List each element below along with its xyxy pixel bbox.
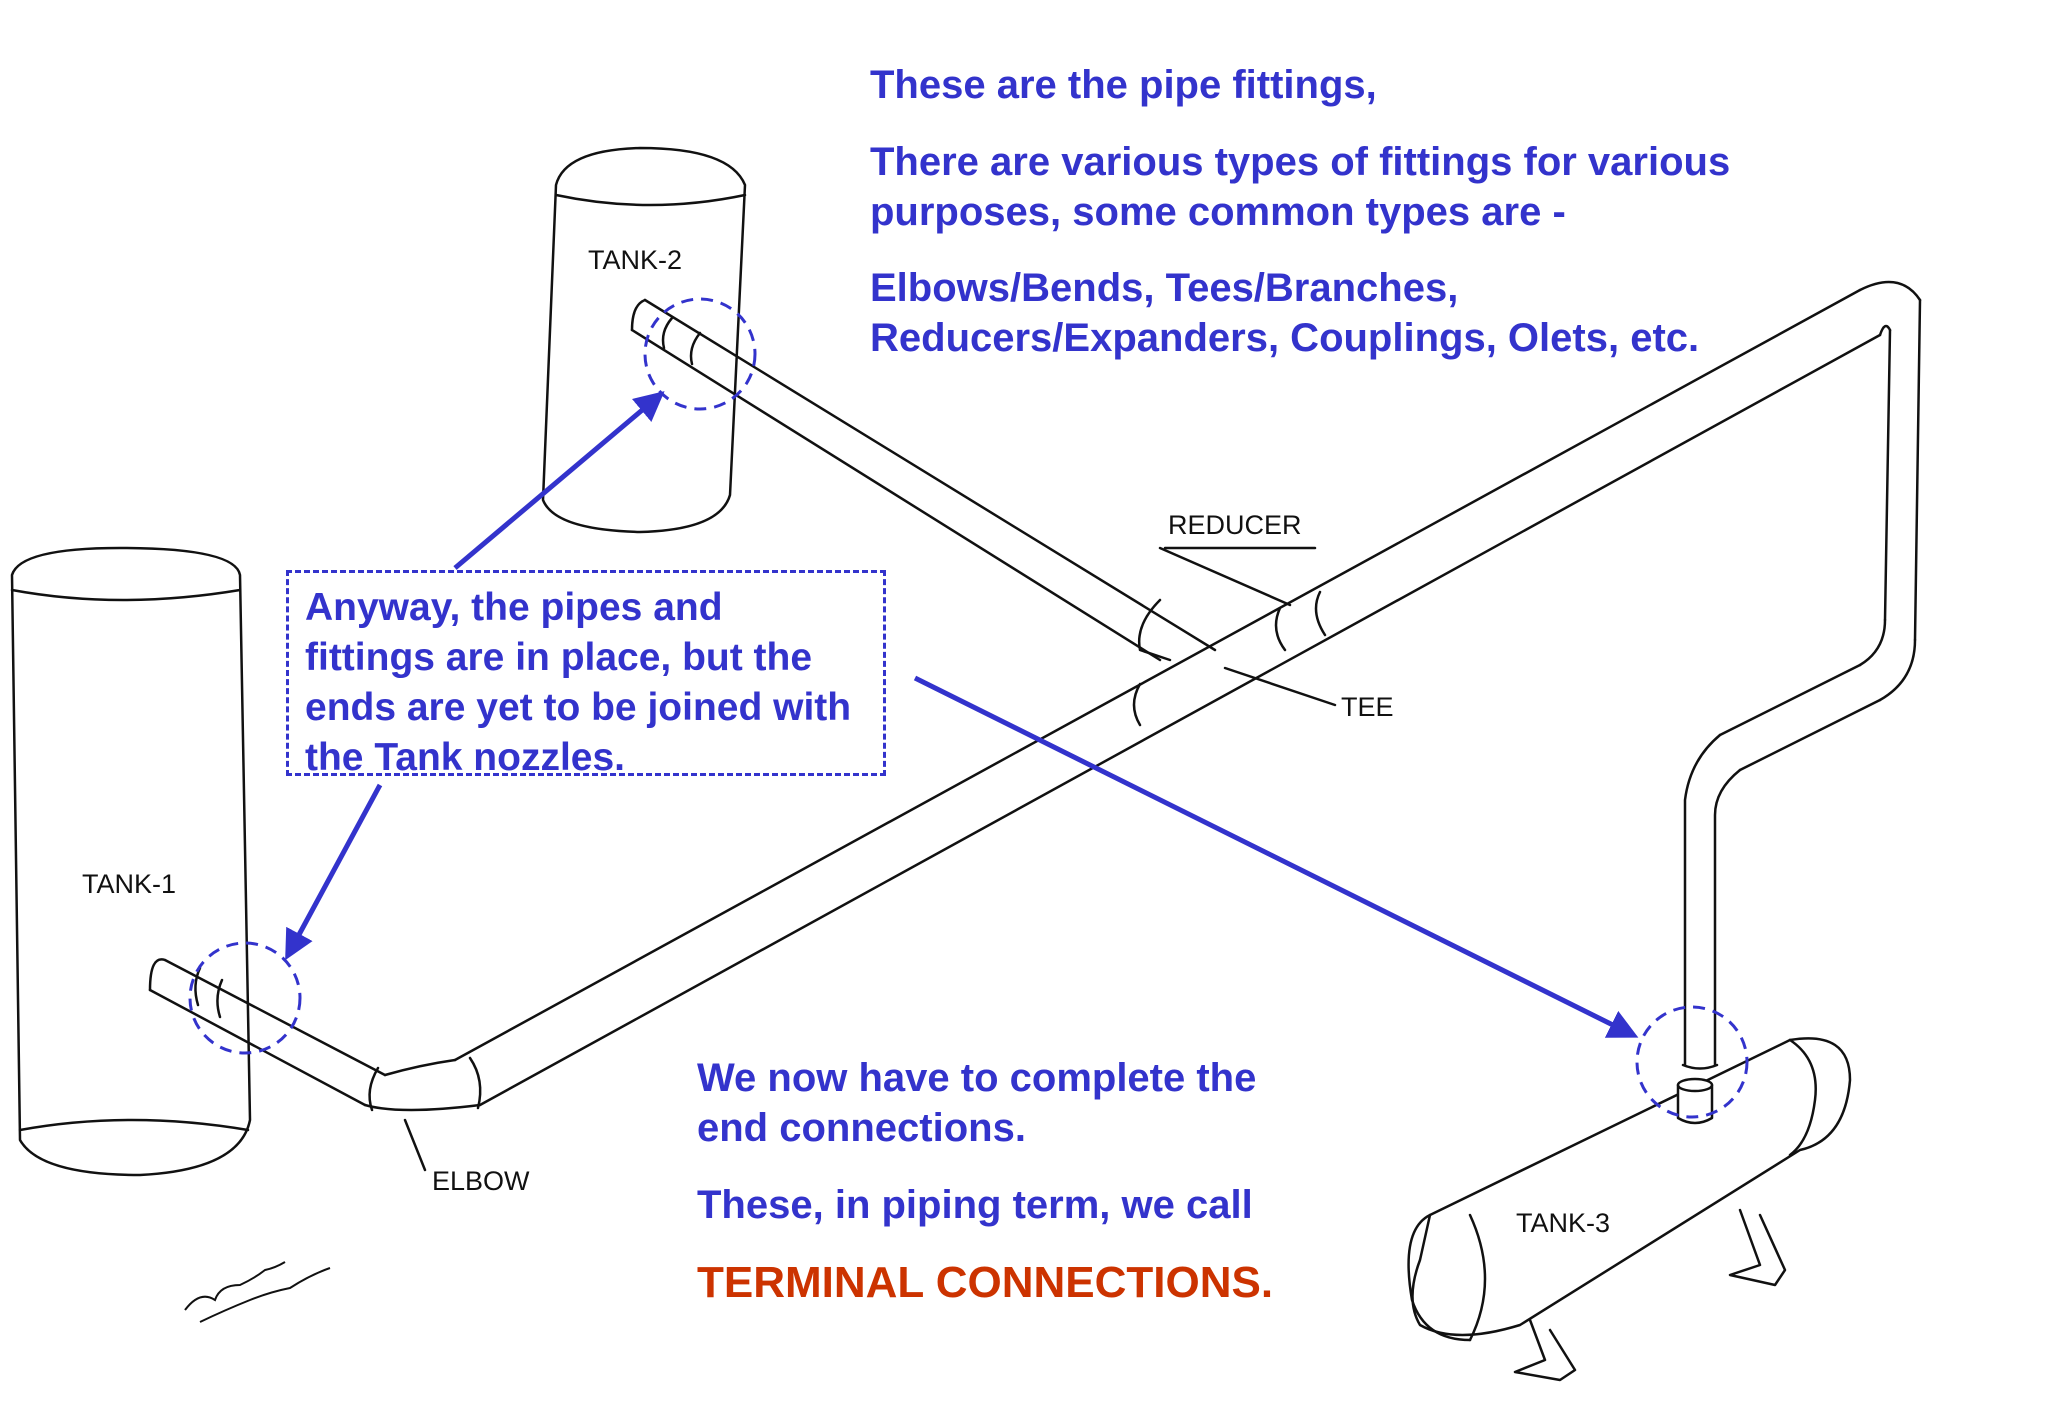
signature <box>184 1261 331 1323</box>
callout-line-3: ends are yet to be joined with <box>305 686 852 729</box>
tank-3-vessel <box>1407 1037 1852 1382</box>
pipe-tank1-run <box>148 280 1922 1112</box>
bottom-line-1: We now have to complete the <box>697 1056 1257 1100</box>
heading-line-4: Elbows/Bends, Tees/Branches, <box>870 266 1459 310</box>
arrow-to-tank-3 <box>913 675 1639 1038</box>
callout-line-1: Anyway, the pipes and <box>305 586 723 629</box>
callout-line-4: the Tank nozzles. <box>305 736 625 779</box>
arrow-to-tank-1 <box>285 783 383 961</box>
tee-label: TEE <box>1341 692 1394 722</box>
bottom-line-2: end connections. <box>697 1106 1026 1150</box>
tank-2-label: TANK-2 <box>588 245 682 275</box>
heading-line-1: These are the pipe fittings, <box>870 63 1377 107</box>
arrow-to-tank-2 <box>453 391 665 570</box>
bottom-line-3: These, in piping term, we call <box>697 1183 1253 1227</box>
tank-1-label: TANK-1 <box>82 869 176 899</box>
reducer-label: REDUCER <box>1168 510 1302 540</box>
callout-box: Anyway, the pipes and fittings are in pl… <box>286 570 886 779</box>
pipe-tank2-branch <box>630 298 1217 662</box>
tank-1-nozzle-marker <box>188 941 302 1055</box>
heading-line-3: purposes, some common types are - <box>870 190 1566 234</box>
elbow-label: ELBOW <box>432 1166 530 1196</box>
tank-2-nozzle-marker <box>643 297 757 411</box>
callout-line-2: fittings are in place, but the <box>305 636 813 679</box>
terminal-connections-title: TERMINAL CONNECTIONS. <box>697 1258 1274 1307</box>
tank-2-vessel <box>541 146 747 534</box>
heading-line-5: Reducers/Expanders, Couplings, Olets, et… <box>870 316 1700 360</box>
heading-line-2: There are various types of fittings for … <box>870 140 1731 184</box>
tank-1-vessel <box>10 546 252 1177</box>
tank-3-nozzle-marker <box>1635 1005 1749 1119</box>
tank-3-label: TANK-3 <box>1516 1208 1610 1238</box>
